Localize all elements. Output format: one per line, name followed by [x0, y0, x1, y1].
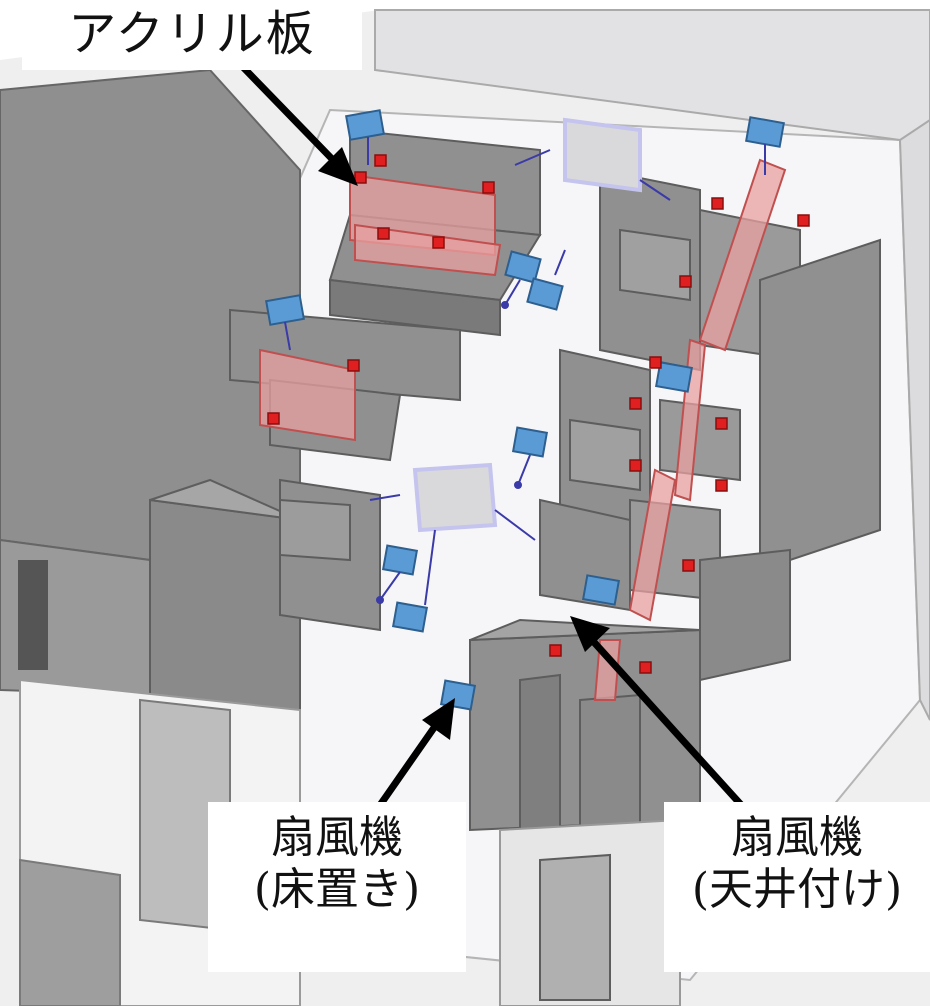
lower-left-step [19, 858, 121, 1006]
vent-upper [563, 117, 642, 193]
sensor [679, 275, 692, 288]
arrow-acrylic-head [318, 147, 358, 186]
sensor [629, 459, 642, 472]
fan-top-booth-1 [504, 250, 542, 284]
right-seat-2-cushion [569, 418, 641, 492]
furniture-group [229, 128, 881, 1006]
center-table-2 [659, 398, 741, 482]
fan-left [265, 294, 305, 326]
arrow-fan-ceiling-head [570, 616, 610, 652]
sensor [432, 236, 445, 249]
airflow-line [554, 249, 566, 276]
acrylic-panel-right-1 [698, 158, 787, 352]
sensor [639, 661, 652, 674]
floor-fan-label-line1: 扇風機 [271, 812, 403, 863]
top-booth-front [329, 278, 501, 337]
airflow-line [504, 279, 521, 306]
airflow-lines [284, 137, 766, 606]
left-door-dark [18, 560, 48, 670]
airflow-dot [376, 596, 384, 604]
arrow-fan-floor [375, 719, 441, 811]
fans [265, 109, 785, 711]
fan-ceiling-bottom [582, 574, 620, 606]
fan-mid-right [655, 361, 693, 393]
fan-top-right [745, 116, 785, 148]
arrow-fan-floor-head [422, 698, 455, 740]
ceiling-fan-label: 扇風機 (天井付け) [664, 802, 930, 972]
airflow-line [369, 494, 401, 501]
sensor [377, 227, 390, 240]
acrylic-panel-left [259, 348, 356, 442]
ceiling-fan-label-line1: 扇風機 [731, 812, 863, 863]
fan-left-lower [381, 544, 419, 576]
airflow-dot [501, 301, 509, 309]
sensor [267, 412, 280, 425]
right-wall [898, 118, 930, 721]
airflow-line [284, 321, 291, 351]
airflow-line [514, 149, 551, 166]
acrylic-panel-top-lower [354, 223, 502, 277]
right-wall-bench [759, 238, 881, 572]
sensor [629, 397, 642, 410]
sensor [482, 181, 495, 194]
airflow-line [639, 179, 671, 201]
floor-fan-label-line2: (床置き) [253, 863, 421, 915]
acrylic-panel-label: アクリル板 [22, 0, 362, 70]
arrow-fan-ceiling [589, 637, 747, 811]
floor-fan-label: 扇風機 (床置き) [208, 802, 466, 972]
ceiling-fan-label-line2: (天井付け) [691, 863, 903, 915]
sensor [797, 214, 810, 227]
arrows [235, 59, 747, 811]
acrylic-panels [259, 158, 787, 701]
fan-center [511, 426, 549, 458]
left-pillar-top [149, 478, 301, 521]
acrylic-panel-right-2 [673, 338, 707, 502]
airflow-line [494, 509, 536, 541]
sensor [711, 197, 724, 210]
arrow-acrylic [235, 59, 338, 165]
sensors [267, 154, 810, 674]
bottom-door-panel [539, 853, 611, 1001]
sensor [715, 479, 728, 492]
airflow-dot [514, 481, 522, 489]
sensor [347, 359, 360, 372]
sensor [354, 171, 367, 184]
airflow-line [517, 454, 531, 486]
vent-center [412, 462, 498, 533]
left-bench [279, 498, 351, 562]
fan-left-bottom [391, 601, 429, 633]
fan-top-booth-2 [526, 277, 564, 311]
airflow-line [379, 571, 401, 601]
acrylic-panel-right-3 [628, 468, 677, 622]
sensor [549, 644, 562, 657]
sensor [715, 417, 728, 430]
sensor [682, 559, 695, 572]
right-seat-1-cushion [619, 228, 691, 302]
sensor [649, 356, 662, 369]
fan-top-left [345, 109, 385, 141]
airflow-line [424, 529, 436, 606]
sensor [374, 154, 387, 167]
vents [412, 117, 642, 533]
right-wall-bench-lower [699, 548, 791, 682]
